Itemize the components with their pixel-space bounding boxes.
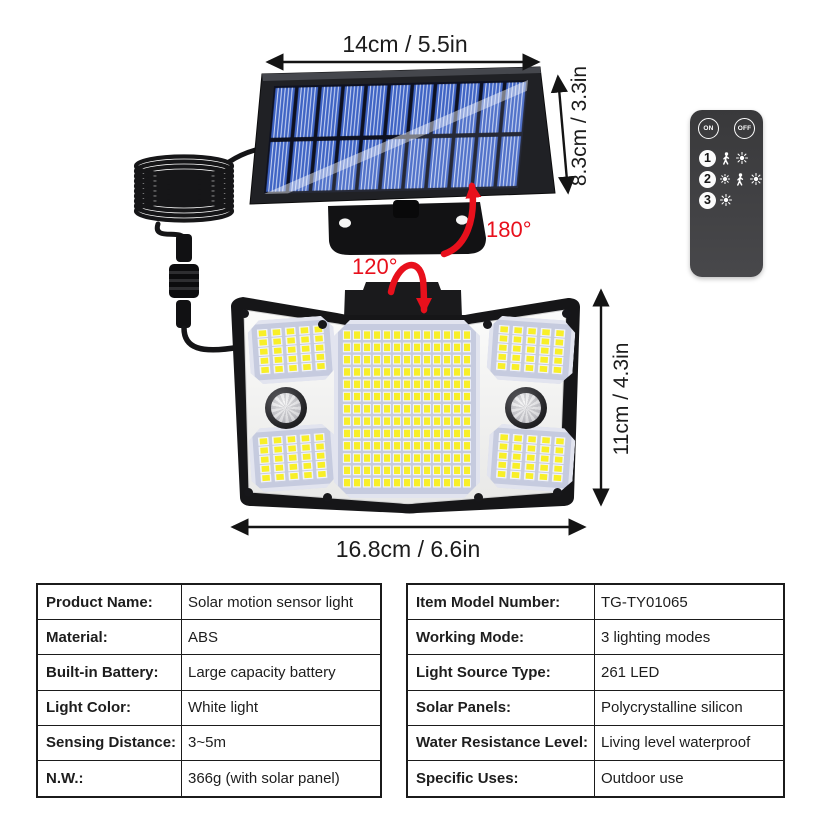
solar-cells [263,80,528,195]
panel-width-label: 14cm / 5.5in [342,31,468,57]
spec-value: 366g (with solar panel) [188,769,340,787]
led-module-center [334,320,480,498]
spec-label: Solar Panels: [408,690,595,725]
spec-label: Material: [38,620,182,655]
led-module-right-top [486,315,576,385]
power-cable [133,146,262,353]
solar-panel [249,66,556,205]
led-grid [494,325,567,376]
table-row: Item Model Number: TG-TY01065 [408,585,783,621]
screw [240,309,249,318]
screw [474,493,483,502]
cable-connector [169,234,199,328]
spec-label: Product Name: [38,585,182,620]
screw [323,493,332,502]
screw [483,320,492,329]
screw [244,488,253,497]
remote-mode-row-3: 3 [699,191,732,209]
person-motion-icon [723,151,730,165]
table-row: Water Resistance Level: Living level wat… [408,725,783,761]
cable-coil [133,154,235,223]
rotation-arrows [387,182,482,314]
spec-table-right: Item Model Number: TG-TY01065 Working Mo… [406,583,785,798]
spec-value: Outdoor use [601,769,684,787]
led-grid [342,329,472,489]
spec-label: Specific Uses: [408,760,595,796]
table-row: Product Name: Solar motion sensor light [38,585,380,621]
spec-value: 3~5m [188,734,226,752]
spec-value: TG-TY01065 [601,593,688,611]
spec-label: Working Mode: [408,620,595,655]
pir-sensor-left [265,387,307,429]
tilt-arrow-120 [387,261,432,314]
lamp-width-label: 16.8cm / 6.6in [335,536,481,562]
spec-value: Living level waterproof [601,734,751,752]
off-label: OFF [737,125,752,132]
lamp-height-label: 11cm / 4.3in [610,342,633,456]
spec-label: Sensing Distance: [38,725,182,760]
led-module-left-bottom [248,423,338,493]
mode-3-button: 3 [699,191,716,209]
spec-value: Solar motion sensor light [188,593,354,611]
table-row: Light Source Type: 261 LED [408,655,783,691]
table-row: Built-in Battery: Large capacity battery [38,655,380,691]
led-grid [256,433,329,484]
table-row: Specific Uses: Outdoor use [408,760,783,796]
spec-label: Light Source Type: [408,655,595,690]
dimension-arrows [230,53,610,536]
spec-label: N.W.: [38,760,182,796]
led-module-right-bottom [486,423,576,493]
swivel-angle-label: 180° [486,217,532,242]
led-grid [255,325,328,376]
panel-reflection [263,80,528,195]
panel-bracket [328,200,486,255]
remote-control: ON OFF 1 2 [690,110,763,277]
table-row: N.W.: 366g (with solar panel) [38,760,380,796]
on-label: ON [703,125,714,132]
table-row: Material: ABS [38,620,380,656]
pir-sensor-right [505,387,547,429]
steady-sun-icon [720,194,732,206]
screw [562,309,571,318]
mount-tab [344,282,462,318]
remote-mode-row-1: 1 [699,149,748,167]
spec-value: 3 lighting modes [601,628,711,646]
table-row: Sensing Distance: 3~5m [38,725,380,761]
spec-label: Light Color: [38,690,182,725]
tilt-angle-label: 120° [352,254,398,279]
mode-1-button: 1 [699,149,716,167]
remote-off-button: OFF [734,118,755,139]
person-motion-icon [737,172,744,186]
led-grid [494,433,567,484]
table-row: Working Mode: 3 lighting modes [408,620,783,656]
spec-table-left: Product Name: Solar motion sensor light … [36,583,382,798]
swivel-arrow-180 [440,182,482,258]
spec-label: Built-in Battery: [38,655,182,690]
spec-value: 261 LED [601,663,660,681]
table-row: Light Color: White light [38,690,380,726]
dim-sun-icon [720,174,730,184]
table-row: Solar Panels: Polycrystalline silicon [408,690,783,726]
bright-sun-icon [750,173,762,185]
screw [553,488,562,497]
bright-sun-icon [736,152,748,164]
spec-value: Large capacity battery [188,663,336,681]
spec-label: Item Model Number: [408,585,595,620]
remote-mode-row-2: 2 [699,170,762,188]
spec-value: White light [188,699,259,717]
mode-2-button: 2 [699,170,716,188]
pir-dome [511,393,541,423]
spec-label: Water Resistance Level: [408,725,595,760]
screw [318,320,327,329]
remote-on-button: ON [698,118,719,139]
pir-dome [271,393,301,423]
spec-value: ABS [188,628,219,646]
spec-value: Polycrystalline silicon [601,699,743,717]
panel-height-label: 8.3cm / 3.3in [568,65,591,187]
